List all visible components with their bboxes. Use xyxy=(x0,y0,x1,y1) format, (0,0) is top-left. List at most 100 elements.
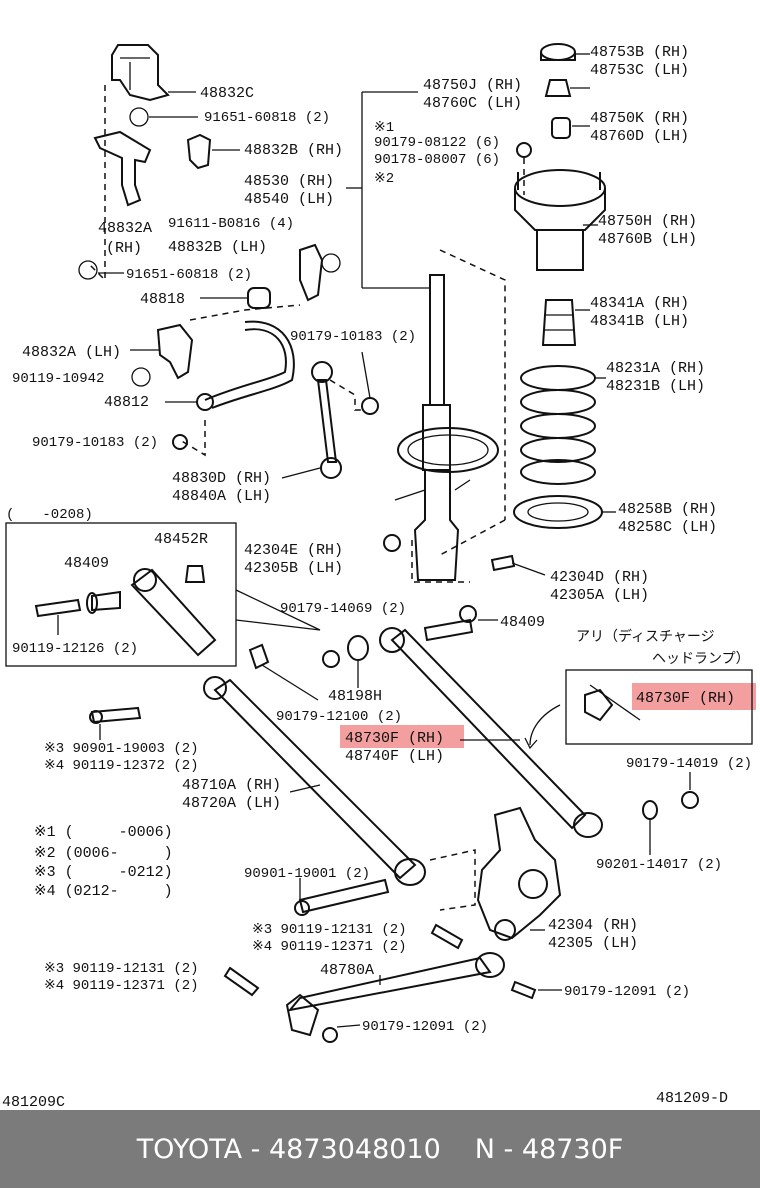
label-42304D: 42304D (RH) xyxy=(550,569,649,586)
label-90179-14019: 90179-14019 (2) xyxy=(626,756,752,772)
inset-box-headlamp xyxy=(565,669,753,745)
bolt-90901-19001 xyxy=(294,878,390,916)
washer-90201-14017 xyxy=(642,800,658,820)
label-48750J: 48750J (RH) xyxy=(423,77,522,94)
clamp-48832A-LH xyxy=(156,323,194,380)
label-42305: 42305 (LH) xyxy=(548,935,638,952)
label-90179-10183-mid: 90179-10183 (2) xyxy=(290,329,416,345)
label-48830D: 48830D (RH) xyxy=(172,470,271,487)
label-42305A: 42305A (LH) xyxy=(550,587,649,604)
label-48750H: 48750H (RH) xyxy=(598,213,697,230)
arm-48780A xyxy=(285,952,505,1037)
label-48452R: 48452R xyxy=(154,531,208,548)
nut-90179-08122 xyxy=(516,142,532,158)
label-48198H: 48198H xyxy=(328,688,382,705)
diagram-code-left: 481209C xyxy=(2,1094,65,1110)
spring-48231A xyxy=(520,365,596,485)
label-48832B-LH: 48832B (LH) xyxy=(168,239,267,256)
label-90179-08122: 90179-08122 (6) xyxy=(374,135,500,151)
label-48832A-LH: 48832A (LH) xyxy=(22,344,121,361)
note-1: ※1 xyxy=(374,120,394,136)
stabilizer-link-48830D xyxy=(311,361,342,479)
bracket-48832B-RH xyxy=(186,133,212,170)
label-48710A: 48710A (RH) xyxy=(182,777,281,794)
insulator-48258B xyxy=(513,495,603,529)
label-48730F-box: 48730F (RH) xyxy=(636,690,735,707)
label-48832A-RH-side: (RH) xyxy=(106,240,142,257)
bushing-48818 xyxy=(247,287,271,309)
cap-48753B xyxy=(540,43,576,61)
note-2: ※2 xyxy=(374,171,394,187)
note-ari-line2: ヘッドランプ） xyxy=(652,651,750,668)
label-90901-19003: ※3 90901-19003 (2) xyxy=(44,741,199,757)
footer-ref: N - 48730F xyxy=(474,1133,624,1165)
nut-90179-10183-left xyxy=(172,434,188,450)
bolt-90119-12131-a xyxy=(430,923,464,950)
label-48258C: 48258C (LH) xyxy=(618,519,717,536)
label-42304E: 42304E (RH) xyxy=(244,542,343,559)
label-48832A-RH: 48832A xyxy=(98,220,152,237)
label-48780A: 48780A xyxy=(320,962,374,979)
label-90179-12091-b: 90179-12091 (2) xyxy=(362,1019,488,1035)
arm-48710A xyxy=(203,676,426,886)
nut-90179-12091-b xyxy=(322,1027,338,1043)
label-48760D: 48760D (LH) xyxy=(590,128,689,145)
label-42305B: 42305B (LH) xyxy=(244,560,343,577)
clamp-48832A-RH xyxy=(93,130,152,207)
label-90119-12372: ※4 90119-12372 (2) xyxy=(44,758,199,774)
b-marker-1 xyxy=(129,107,149,127)
nut-90179-14019 xyxy=(681,791,699,809)
label-48840A: 48840A (LH) xyxy=(172,488,271,505)
label-48231A: 48231A (RH) xyxy=(606,360,705,377)
bumper-48341A xyxy=(541,299,577,346)
label-90179-14069: 90179-14069 (2) xyxy=(280,601,406,617)
label-48540: 48540 (LH) xyxy=(244,191,334,208)
b-marker-3 xyxy=(321,253,341,273)
bolt-42304D xyxy=(490,554,516,572)
date-note-1: ※1 ( -0006) xyxy=(34,824,173,841)
footer-part-number: TOYOTA - 4873048010 xyxy=(136,1133,441,1165)
label-90901-19001: 90901-19001 (2) xyxy=(244,866,370,882)
label-48231B: 48231B (LH) xyxy=(606,378,705,395)
label-48812: 48812 xyxy=(104,394,149,411)
label-91651-60818-top: 91651-60818 (2) xyxy=(204,110,330,126)
label-48341A: 48341A (RH) xyxy=(590,295,689,312)
inset-bolt-90119-12126 xyxy=(34,598,82,618)
bolt-90901-19003 xyxy=(89,706,142,724)
label-48258B: 48258B (RH) xyxy=(618,501,717,518)
label-48730F-main: 48730F (RH) xyxy=(345,730,444,747)
label-48832B-RH: 48832B (RH) xyxy=(244,142,343,159)
sensor-bracket-48730F xyxy=(584,684,641,722)
label-90119-12126: 90119-12126 (2) xyxy=(12,641,138,657)
support-48750H xyxy=(514,169,606,271)
note-ari-line1: アリ（ディスチャージ xyxy=(576,628,715,646)
label-48341B: 48341B (LH) xyxy=(590,313,689,330)
date-note-3: ※3 ( -0212) xyxy=(34,864,173,881)
arm-48730F xyxy=(379,627,603,838)
inset-arm xyxy=(130,568,217,657)
label-48409-main: 48409 xyxy=(500,614,545,631)
highlight-main-48730F xyxy=(340,725,464,748)
washer-42304E xyxy=(383,534,401,552)
label-90178-08007: 90178-08007 (6) xyxy=(374,152,500,168)
stabilizer-bracket-48832C xyxy=(111,44,170,102)
date-note-2: ※2 (0006- ) xyxy=(34,845,173,862)
label-91611-B0816: 91611-B0816 (4) xyxy=(168,216,294,232)
spacer-48750K xyxy=(551,117,571,139)
inset-date-range: ( -0208) xyxy=(6,507,93,523)
bolt-90179-12091-a xyxy=(510,980,537,1000)
nut-90179-10183-mid xyxy=(361,397,379,415)
inset-box xyxy=(5,522,237,667)
label-48832C: 48832C xyxy=(200,85,254,102)
b-marker-2 xyxy=(78,260,98,280)
strut-48530 xyxy=(394,274,499,581)
label-48753C: 48753C (LH) xyxy=(590,62,689,79)
label-90201-14017: 90201-14017 (2) xyxy=(596,857,722,873)
bolt-90119-12131-b xyxy=(223,966,260,997)
label-90119-10942: 90119-10942 xyxy=(12,371,104,387)
label-91651-60818-bottom: 91651-60818 (2) xyxy=(126,267,252,283)
label-90179-12100: 90179-12100 (2) xyxy=(276,709,402,725)
knuckle-42304 xyxy=(476,806,562,941)
highlight-box-48730F xyxy=(632,683,756,710)
label-90119-12131-b: ※3 90119-12131 (2) xyxy=(44,961,199,977)
